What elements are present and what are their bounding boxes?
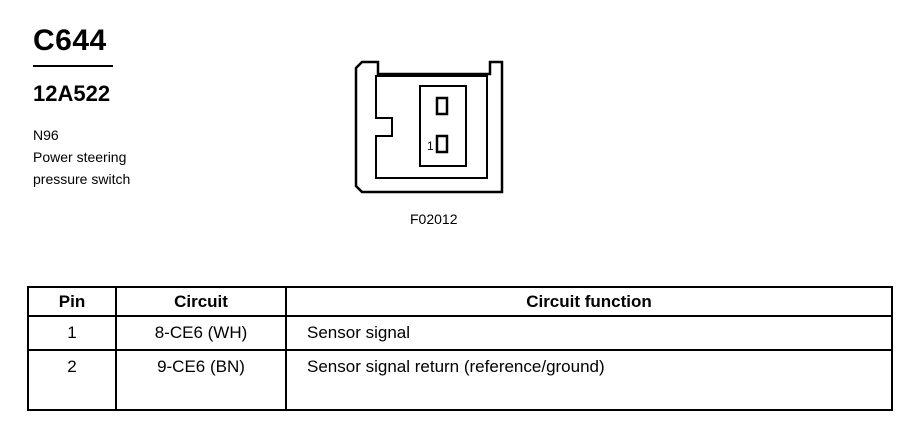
connector-inner-body <box>375 75 488 179</box>
circuit-cell: 8-CE6 (WH) <box>115 315 287 351</box>
connector-face-diagram: 1 <box>354 60 504 194</box>
function-cell: Sensor signal <box>285 315 893 351</box>
connector-housing-outline <box>354 60 504 194</box>
component-description-line1: Power steering <box>33 149 127 165</box>
pin-1-label: 1 <box>427 139 434 153</box>
figure-reference: F02012 <box>410 211 458 227</box>
pin-cell: 1 <box>27 315 117 351</box>
terminal-cavity-block <box>419 85 467 167</box>
pinout-table: Pin Circuit Circuit function 1 8-CE6 (WH… <box>27 286 893 411</box>
circuit-cell: 9-CE6 (BN) <box>115 349 287 411</box>
part-number: 12A522 <box>33 81 111 106</box>
function-cell: Sensor signal return (reference/ground) <box>285 349 893 411</box>
component-description-line2: pressure switch <box>33 171 131 187</box>
column-header-circuit: Circuit <box>115 286 287 317</box>
pin-cell: 2 <box>27 349 117 411</box>
table-row: 1 8-CE6 (WH) Sensor signal <box>27 315 893 351</box>
pin-1-terminal <box>435 134 449 154</box>
pin-2-terminal <box>435 96 449 116</box>
title-underline <box>33 65 113 67</box>
column-header-function: Circuit function <box>285 286 893 317</box>
component-code: N96 <box>33 127 59 143</box>
connector-id: C644 <box>33 24 107 57</box>
table-row: 2 9-CE6 (BN) Sensor signal return (refer… <box>27 349 893 411</box>
column-header-pin: Pin <box>27 286 117 317</box>
table-header-row: Pin Circuit Circuit function <box>27 286 893 317</box>
